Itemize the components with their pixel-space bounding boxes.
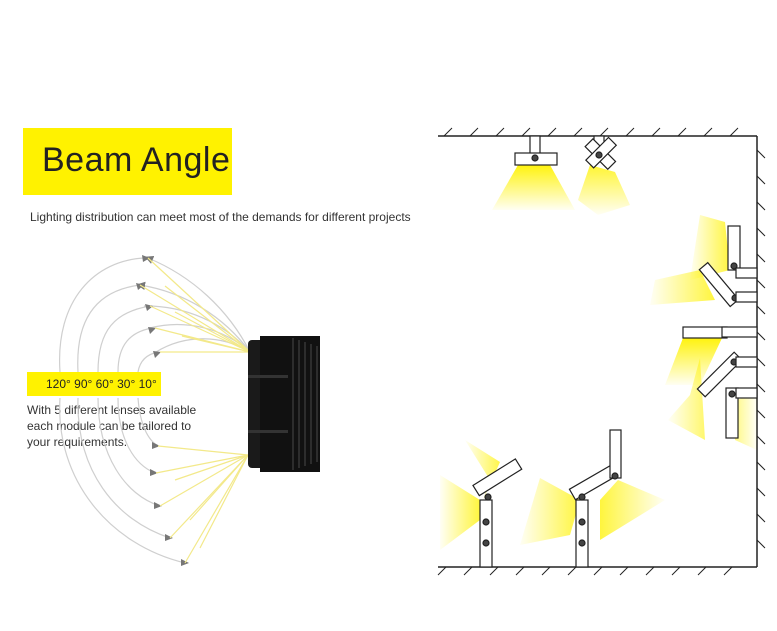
beam-angle-arc-icon — [97, 305, 151, 373]
beam-angle-arc-icon — [144, 256, 251, 353]
wall-hatch — [756, 149, 766, 549]
arrow-icon — [145, 304, 153, 311]
beam-angle-arcs — [59, 256, 251, 564]
beam-angle-arc-icon — [97, 397, 161, 507]
arrow-icon — [136, 283, 144, 290]
beam-angle-arc-icon — [59, 257, 146, 373]
spotlight-fixture-icon — [472, 135, 758, 568]
floor-hatch — [437, 566, 733, 576]
lens-description: With 5 different lenses available each m… — [27, 402, 227, 450]
beam-angle-arc-icon — [137, 397, 159, 447]
angles-highlight — [27, 372, 161, 396]
arrow-icon — [152, 442, 160, 449]
arrow-icon — [148, 327, 156, 334]
arrow-icon — [165, 534, 173, 541]
led-module-icon — [248, 336, 320, 472]
lens-description-line: your requirements. — [27, 435, 128, 449]
page-title: Beam Angle — [42, 141, 231, 179]
ceiling-hatch — [443, 127, 739, 137]
lens-description-line: each module can be tailored to — [27, 419, 192, 433]
light-rays — [139, 257, 251, 564]
arc-arrowheads — [136, 255, 189, 566]
beam-angle-arc-icon — [117, 397, 156, 474]
arrow-icon — [150, 469, 158, 476]
beam-angle-arc-icon — [117, 327, 153, 373]
lens-description-line: With 5 different lenses available — [27, 403, 197, 417]
page-subtitle: Lighting distribution can meet most of t… — [30, 210, 411, 224]
beam-angles-label: 120° 90° 60° 30° 10° — [46, 377, 157, 391]
beam-angle-arc-icon — [59, 397, 186, 564]
beam-angle-arc-icon — [77, 284, 141, 373]
beam-angle-arc-icon — [77, 397, 171, 539]
arrow-icon — [153, 351, 161, 358]
light-beams — [440, 165, 757, 550]
arrow-icon — [154, 502, 162, 509]
title-highlight — [23, 128, 232, 195]
arrow-icon — [142, 255, 150, 262]
